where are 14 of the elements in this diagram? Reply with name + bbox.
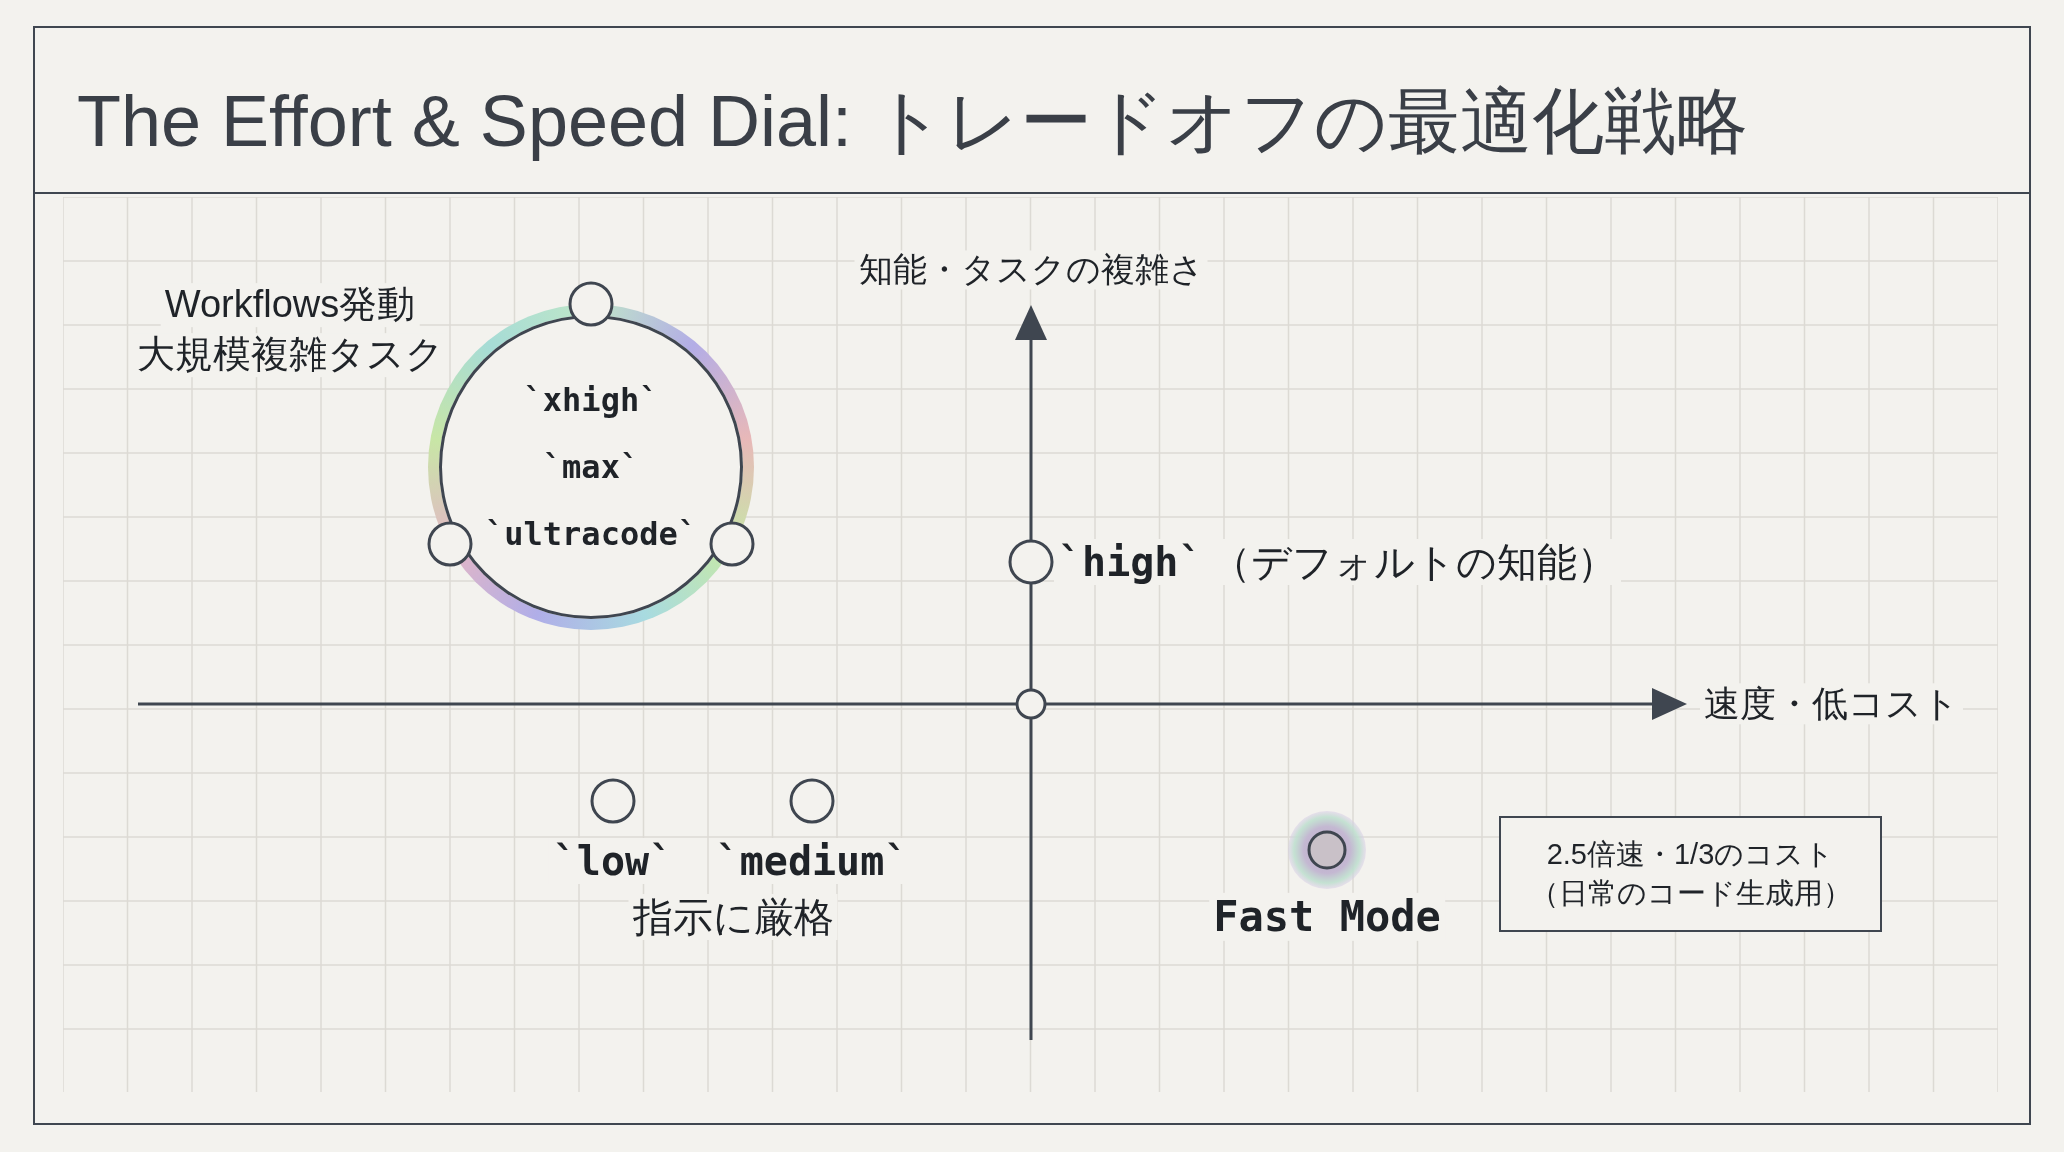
note-text: （日常のコード生成用） xyxy=(1529,876,1852,911)
axis-label: 知能・タスクの複雑さ xyxy=(854,250,1208,290)
note-text: 2.5倍速・1/3のコスト xyxy=(1546,837,1835,872)
axis-label: 速度・低コスト xyxy=(1700,683,1963,725)
dial-setting-label: `xhigh` xyxy=(522,381,660,419)
code-label: Fast Mode xyxy=(1209,892,1445,942)
dial-setting-label: `ultracode` xyxy=(484,515,698,553)
dial-setting-label: `max` xyxy=(541,448,641,486)
label-text: （デフォルトの知能） xyxy=(1207,539,1621,585)
dial-caption: Workflows発動 xyxy=(160,283,420,327)
label-text: 指示に厳格 xyxy=(628,894,838,940)
code-label: `high` xyxy=(1054,539,1207,585)
note-box xyxy=(1499,816,1882,932)
title: The Effort & Speed Dial: トレードオフの最適化戦略 xyxy=(77,79,1749,163)
